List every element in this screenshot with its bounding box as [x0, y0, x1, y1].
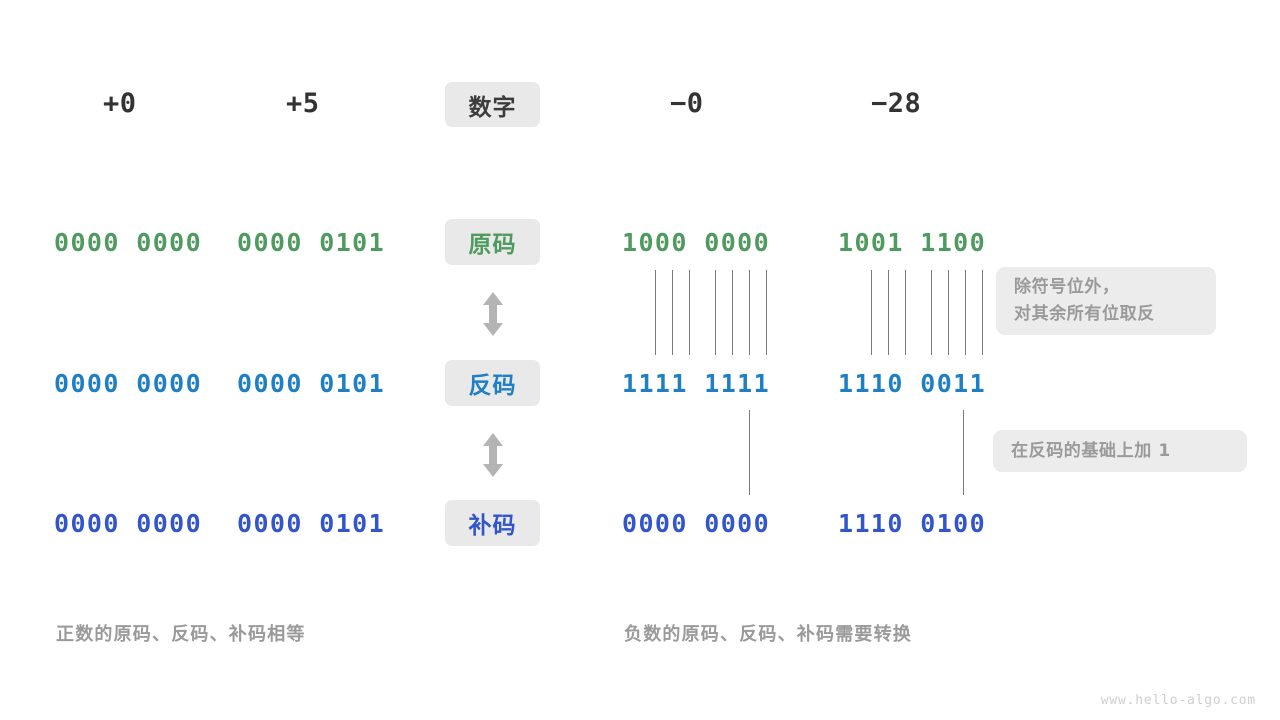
bit-connector-line [871, 270, 872, 355]
value-minus-twentyeight-sign-magnitude: 1001 1100 [838, 228, 987, 257]
annotation-invert-bits-line1: 除符号位外， [1014, 277, 1120, 297]
bit-connector-line [766, 270, 767, 355]
bit-connector-line [982, 270, 983, 355]
bit-connector-line [749, 270, 750, 355]
value-plus-five-ones-complement: 0000 0101 [237, 369, 386, 398]
annotation-invert-bits: 除符号位外， 对其余所有位取反 [996, 267, 1216, 335]
value-minus-zero-sign-magnitude: 1000 0000 [622, 228, 771, 257]
bit-connector-line [905, 270, 906, 355]
carry-connector-line [749, 410, 750, 495]
value-plus-zero-sign-magnitude: 0000 0000 [54, 228, 203, 257]
value-minus-zero-ones-complement: 1111 1111 [622, 369, 771, 398]
bit-connector-line [965, 270, 966, 355]
value-plus-zero-ones-complement: 0000 0000 [54, 369, 203, 398]
column-header-minus-twentyeight: −28 [871, 88, 922, 119]
annotation-add-one-line1: 在反码的基础上加 1 [1011, 440, 1171, 461]
value-plus-five-twos-complement: 0000 0101 [237, 509, 386, 538]
footer-note-negative: 负数的原码、反码、补码需要转换 [624, 624, 912, 645]
bit-connector-line [732, 270, 733, 355]
bit-connector-line [655, 270, 656, 355]
bit-connector-line [948, 270, 949, 355]
column-header-plus-zero: +0 [103, 88, 137, 119]
column-header-plus-five: +5 [286, 88, 320, 119]
value-minus-zero-twos-complement: 0000 0000 [622, 509, 771, 538]
bit-connector-line [931, 270, 932, 355]
row-badge-sign-magnitude: 原码 [445, 219, 540, 265]
bit-connector-line [672, 270, 673, 355]
column-header-minus-zero: −0 [670, 88, 704, 119]
value-plus-zero-twos-complement: 0000 0000 [54, 509, 203, 538]
row-badge-ones-complement: 反码 [445, 360, 540, 406]
footer-note-positive: 正数的原码、反码、补码相等 [56, 624, 306, 645]
value-plus-five-sign-magnitude: 0000 0101 [237, 228, 386, 257]
bit-connector-line [689, 270, 690, 355]
value-minus-twentyeight-ones-complement: 1110 0011 [838, 369, 987, 398]
annotation-invert-bits-line2: 对其余所有位取反 [1014, 304, 1155, 324]
double-arrow-icon-upper [477, 290, 509, 342]
watermark: www.hello-algo.com [1100, 693, 1256, 708]
double-arrow-icon-lower [477, 431, 509, 483]
carry-connector-line [963, 410, 964, 495]
value-minus-twentyeight-twos-complement: 1110 0100 [838, 509, 987, 538]
row-badge-twos-complement: 补码 [445, 500, 540, 546]
annotation-add-one: 在反码的基础上加 1 [993, 430, 1247, 472]
bit-connector-line [715, 270, 716, 355]
title-badge-number: 数字 [445, 82, 540, 127]
bit-connector-line [888, 270, 889, 355]
